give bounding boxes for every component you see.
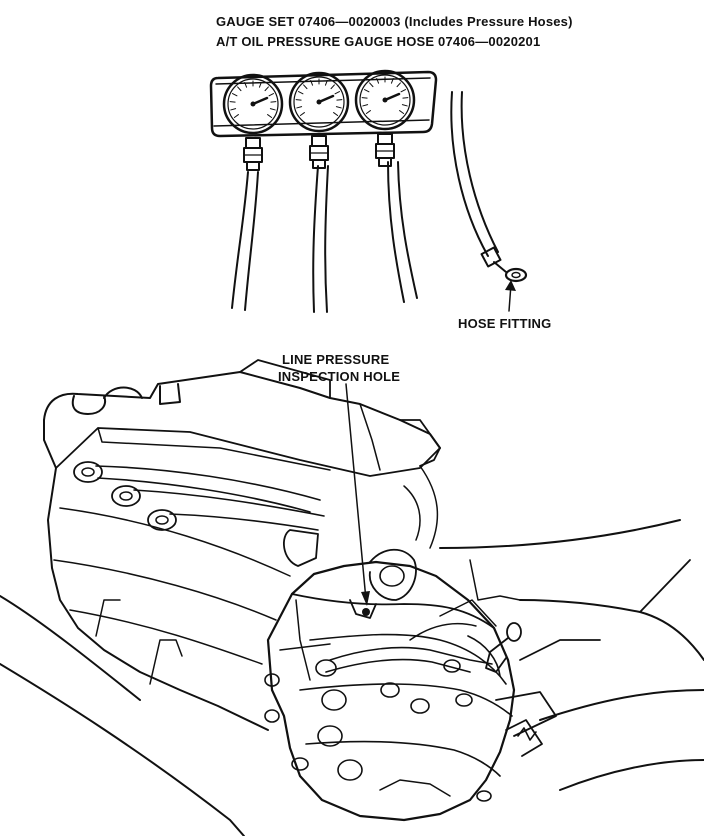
hose-fitting-label: HOSE FITTING [458, 316, 552, 331]
pressure-gauge-icon [288, 71, 350, 169]
gauge-set [209, 69, 438, 171]
engine-block-icon [43, 359, 441, 731]
vehicle-body-outline [0, 519, 704, 836]
gauge-set-title: GAUGE SET 07406—0020003 (Includes Pressu… [216, 14, 573, 29]
pressure-gauge-icon [222, 73, 284, 171]
pressure-hoses [231, 161, 418, 313]
inspection-hole-leader [345, 383, 370, 606]
pressure-gauge-icon [354, 69, 416, 167]
hose-fitting-icon [504, 267, 528, 283]
line-pressure-label: LINE PRESSURE [282, 352, 390, 367]
gauge-hose-title: A/T OIL PRESSURE GAUGE HOSE 07406—002020… [216, 34, 541, 49]
gauge-hose [450, 91, 528, 312]
inspection-hole-label: INSPECTION HOLE [278, 369, 401, 384]
transmission-case-icon [264, 548, 557, 822]
